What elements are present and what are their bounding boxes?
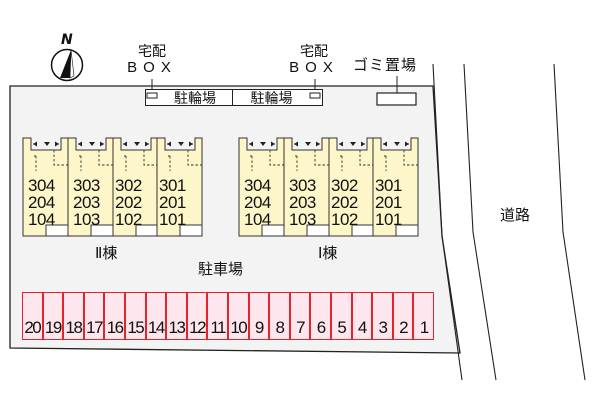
parking-stall: 8 — [269, 292, 290, 340]
garbage-label: ゴミ置場 — [353, 56, 418, 74]
unit-number: 304 — [244, 176, 271, 195]
stall-number: 5 — [337, 318, 346, 337]
stall-number: 9 — [254, 318, 264, 337]
unit-number: 102 — [115, 210, 142, 229]
parking-stall: 3 — [372, 292, 393, 340]
parking-stall: 10 — [228, 292, 249, 340]
stall-number: 3 — [378, 318, 388, 337]
stall-number: 18 — [65, 318, 83, 337]
unit-number: 203 — [73, 193, 100, 212]
unit-column: 302 202 102 — [331, 177, 358, 228]
unit-number: 204 — [28, 193, 55, 212]
unit-number: 201 — [159, 193, 186, 212]
garbage-area — [376, 92, 417, 106]
unit-number: 203 — [289, 193, 316, 212]
delivery-box-label-top: 宅配 — [138, 44, 166, 60]
stall-number: 10 — [230, 318, 247, 337]
parking-stall: 18 — [63, 292, 84, 340]
unit-number: 104 — [28, 210, 55, 229]
road-edge-east — [553, 63, 586, 381]
stall-number: 16 — [106, 318, 124, 337]
building-i-label: Ⅰ棟 — [318, 244, 338, 262]
stall-number: 20 — [24, 318, 41, 337]
unit-number: 102 — [331, 210, 358, 229]
unit-number: 202 — [115, 193, 142, 212]
parking-stall: 2 — [392, 292, 414, 340]
parking-stall: 16 — [104, 292, 125, 340]
unit-number: 101 — [375, 210, 402, 229]
unit-number: 303 — [73, 176, 100, 195]
stall-number: 15 — [127, 318, 144, 337]
road-label: 道路 — [500, 206, 531, 224]
stall-number: 7 — [296, 318, 305, 337]
parking-stall: 12 — [186, 292, 208, 340]
road-edge-west — [432, 63, 463, 381]
unit-column: 301 201 101 — [375, 177, 402, 228]
bicycle-parking-label: 駐輪場 — [174, 90, 216, 107]
parking-stall: 13 — [166, 292, 187, 340]
compass-north-label: N — [61, 32, 73, 48]
stall-number: 11 — [210, 318, 226, 337]
bicycle-parking-2: 駐輪場 — [232, 89, 323, 107]
unit-number: 301 — [159, 176, 186, 195]
stall-number: 6 — [316, 318, 326, 337]
unit-number: 104 — [244, 210, 271, 229]
parking-stall: 7 — [289, 292, 311, 340]
stall-number: 8 — [275, 318, 285, 337]
bicycle-parking-1: 駐輪場 — [145, 89, 232, 107]
unit-number: 302 — [115, 176, 142, 195]
stall-number: 1 — [419, 318, 429, 337]
delivery-box-label-1: 宅配 BOX — [122, 44, 182, 76]
parking-stall: 20 — [22, 292, 43, 340]
unit-number: 101 — [159, 210, 186, 229]
parking-stall: 1 — [413, 292, 434, 340]
unit-number: 201 — [375, 193, 402, 212]
parking-stall: 15 — [125, 292, 146, 340]
stall-number: 19 — [44, 318, 62, 337]
bicycle-parking-label: 駐輪場 — [250, 90, 293, 107]
stall-number: 2 — [399, 318, 408, 337]
unit-number: 103 — [289, 210, 316, 229]
stall-number: 14 — [147, 318, 165, 337]
delivery-box-label-bottom: BOX — [127, 59, 177, 76]
parking-stall: 11 — [207, 292, 228, 340]
unit-column: 304 204 104 — [28, 177, 55, 228]
parking-stall: 14 — [145, 292, 167, 340]
unit-number: 302 — [331, 176, 358, 195]
unit-column: 303 203 103 — [73, 177, 100, 228]
delivery-box-label-2: 宅配 BOX — [284, 44, 344, 76]
unit-column: 302 202 102 — [115, 177, 142, 228]
parking-stall: 9 — [248, 292, 270, 340]
parking-stall: 6 — [310, 292, 331, 340]
unit-number: 304 — [28, 176, 55, 195]
north-arrow-icon — [50, 48, 84, 82]
unit-number: 103 — [73, 210, 100, 229]
stall-number: 13 — [168, 318, 186, 337]
unit-column: 304 204 104 — [244, 177, 271, 228]
unit-column: 303 203 103 — [289, 177, 316, 228]
stall-number: 4 — [357, 318, 367, 337]
delivery-box-label-bottom: BOX — [289, 59, 339, 76]
parking-label: 駐車場 — [198, 260, 244, 278]
stall-number: 12 — [189, 318, 206, 337]
unit-number: 301 — [375, 176, 402, 195]
road-edge-middle — [463, 63, 497, 381]
unit-number: 303 — [289, 176, 316, 195]
unit-column: 301 201 101 — [159, 177, 186, 228]
unit-number: 202 — [331, 193, 358, 212]
unit-number: 204 — [244, 193, 271, 212]
stall-number: 17 — [86, 318, 103, 337]
delivery-box-label-top: 宅配 — [300, 44, 328, 60]
parking-stall: 4 — [351, 292, 373, 340]
parking-stall: 17 — [83, 292, 105, 340]
parking-stall: 5 — [331, 292, 352, 340]
building-ii-label: Ⅱ棟 — [95, 244, 118, 262]
parking-stall: 19 — [42, 292, 64, 340]
